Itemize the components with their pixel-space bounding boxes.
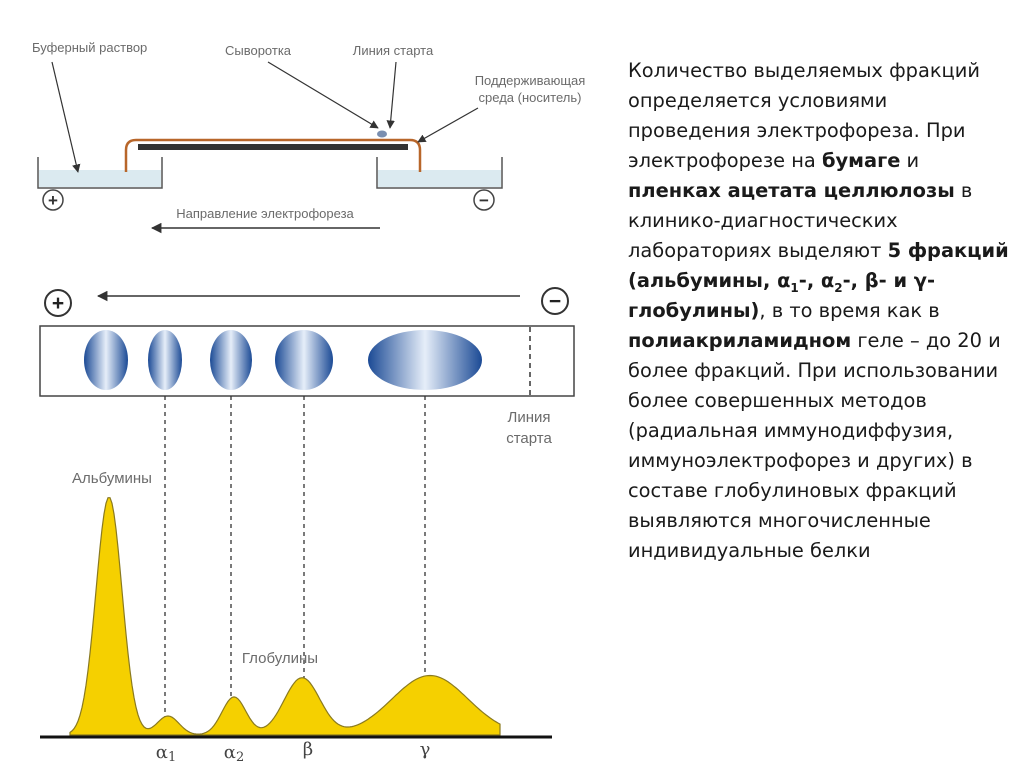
tick-alpha1: α1: [156, 742, 176, 765]
description-text: Количество выделяемых фракций определяет…: [628, 56, 1013, 566]
band-beta: [275, 330, 333, 390]
strip-start-label-line2: старта: [506, 430, 552, 447]
band-alpha2: [210, 330, 252, 390]
tick-beta: β: [303, 739, 313, 760]
text-bold-polyacrylamide: полиакриламидном: [628, 329, 852, 352]
strip-start-label-line1: Линия: [507, 409, 550, 426]
text-part-3: в клинико-диагностических лабораториях в…: [628, 179, 973, 262]
top-plus-sign: +: [48, 191, 58, 210]
direction-label: Направление электрофореза: [176, 206, 354, 221]
right-buffer-liquid: [378, 170, 501, 187]
strip-minus-sign: −: [549, 290, 561, 313]
globulins-label: Глобулины: [242, 650, 318, 667]
serum-droplet: [377, 130, 387, 138]
band-gamma: [368, 330, 482, 390]
right-buffer-tank: [376, 157, 503, 189]
protein-curve: [69, 497, 501, 736]
medium-pointer: [417, 107, 479, 143]
medium-label-line1: Поддерживающая: [475, 73, 586, 88]
band-albumin: [84, 330, 128, 390]
gel-strip: + − Линия старта: [39, 287, 575, 447]
apparatus: + − Направление электрофореза Буферный р…: [32, 40, 586, 234]
strip-plus-circle: [44, 289, 72, 317]
support-plate: [138, 144, 408, 150]
text-bold-fractions: 5 фракций (альбумины, α1-, α2-, β- и γ-г…: [628, 239, 1009, 322]
tick-gamma: γ: [420, 739, 431, 760]
text-part-2: и: [900, 149, 920, 172]
serum-label: Сыворотка: [225, 43, 292, 58]
text-bold-acetate: пленках ацетата целлюлозы: [628, 179, 955, 202]
text-part-5: геле – до 20 и более фракций. При исполь…: [628, 329, 1001, 562]
strip-plus-sign: +: [52, 292, 64, 315]
text-part-4: , в то время как в: [759, 299, 940, 322]
left-buffer-liquid: [39, 170, 161, 187]
albumin-label: Альбумины: [72, 470, 152, 487]
top-minus-circle: [473, 189, 495, 211]
densitogram: Альбумины Глобулины α1 α2 β γ: [40, 470, 552, 765]
band-alpha1: [148, 330, 182, 390]
carrier-strip: [124, 138, 422, 172]
start-line-label: Линия старта: [353, 43, 434, 58]
start-pointer: [386, 61, 397, 129]
text-part-1: Количество выделяемых фракций определяет…: [628, 59, 980, 172]
top-plus-circle: [42, 189, 64, 211]
electrophoresis-diagram: + − Направление электрофореза Буферный р…: [32, 40, 586, 765]
tick-alpha2: α2: [224, 742, 244, 765]
left-buffer-tank: [37, 157, 163, 189]
buffer-label: Буферный раствор: [32, 40, 147, 55]
strip-minus-circle: [541, 287, 569, 315]
medium-label-line2: среда (носитель): [479, 90, 582, 105]
serum-pointer: [267, 61, 379, 129]
buffer-pointer: [51, 61, 81, 173]
top-minus-sign: −: [479, 191, 489, 210]
text-bold-paper: бумаге: [821, 149, 901, 172]
